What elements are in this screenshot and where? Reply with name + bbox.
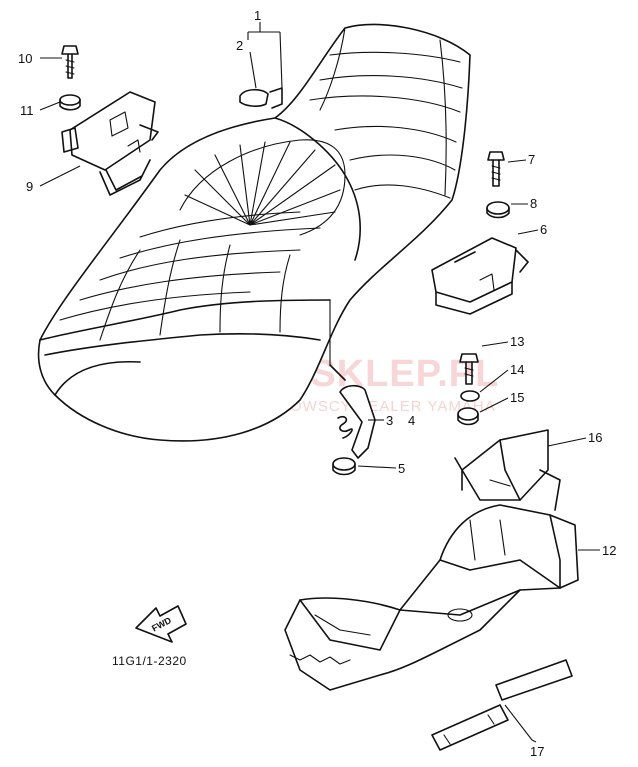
part-2-clip: [239, 87, 283, 109]
part-6-bracket: [431, 237, 529, 315]
part-3-4-hook: [329, 364, 376, 459]
callout-17: 17: [530, 744, 544, 759]
callout-4: 4: [408, 413, 415, 428]
callout-13: 13: [510, 334, 524, 349]
callout-1: 1: [254, 8, 261, 23]
part-9-bracket: [61, 91, 159, 196]
part-15-nut: [457, 407, 479, 426]
seat-sunburst: [179, 139, 346, 236]
callout-12: 12: [602, 543, 616, 558]
callout-8: 8: [530, 196, 537, 211]
callout-3: 3: [386, 413, 393, 428]
part-14-washer: [460, 390, 480, 402]
callout-10: 10: [18, 51, 32, 66]
part-16-holder: [454, 429, 561, 511]
callout-14: 14: [510, 362, 524, 377]
callout-16: 16: [588, 430, 602, 445]
part-12-tray: [284, 504, 579, 691]
diagram-code: 11G1/1-2320: [112, 654, 187, 668]
part-8-washer: [486, 201, 510, 219]
callout-7: 7: [528, 152, 535, 167]
part-17-straps: [431, 659, 573, 751]
callout-labels: 1 2 3 4 5 6 7 8 9 10 11 12 13 14 15 16 1…: [18, 8, 616, 759]
callout-11: 11: [20, 103, 34, 118]
callout-15: 15: [510, 390, 524, 405]
callout-6: 6: [540, 222, 547, 237]
part-13-bolt: [459, 353, 479, 385]
part-7-bolt: [487, 151, 505, 187]
part-10-bolt: [61, 45, 79, 79]
leader-lines: [39, 22, 600, 743]
forward-arrow: FWD: [135, 605, 187, 643]
part-5-grommet: [332, 457, 356, 476]
callout-5: 5: [398, 461, 405, 476]
seat: [37, 23, 471, 442]
callout-2: 2: [236, 38, 243, 53]
callout-9: 9: [26, 179, 33, 194]
part-11-washer: [59, 94, 81, 111]
